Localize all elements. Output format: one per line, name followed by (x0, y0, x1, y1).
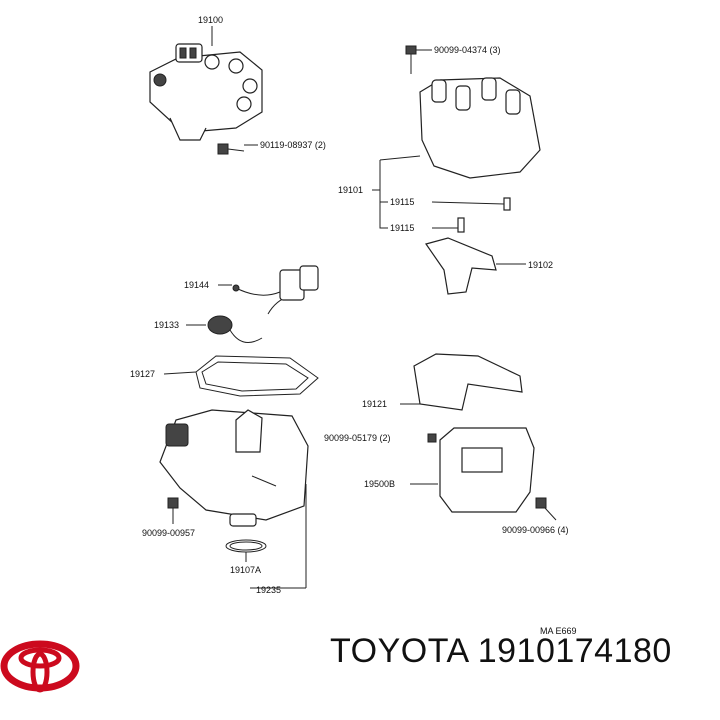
callout-19101-bracket (372, 160, 388, 229)
bolt-90099-00957-drawing (167, 497, 179, 524)
callout-19107a: 19107A (230, 565, 261, 575)
callout-90099-05179: 90099-05179 (2) (324, 433, 391, 443)
brand-part-number: TOYOTA 1910174180 (330, 632, 672, 670)
distributor-housing-drawing (159, 409, 309, 589)
callout-90099-00966: 90099-00966 (4) (502, 525, 569, 535)
o-ring-drawing (225, 539, 267, 562)
igniter-drawing (410, 427, 535, 513)
callout-19102: 19102 (528, 260, 553, 270)
cover-drawing (400, 353, 523, 411)
screw-90099-05179-drawing (427, 433, 437, 443)
callout-19100: 19100 (198, 15, 223, 25)
callout-19144: 19144 (184, 280, 209, 290)
pickup-coil-drawing (207, 315, 263, 343)
callout-90099-04374: 90099-04374 (3) (434, 45, 501, 55)
callout-19127-leader (163, 371, 197, 375)
distributor-cap-drawing (379, 45, 541, 179)
callout-19133: 19133 (154, 320, 179, 330)
bolt-90099-00966-drawing (535, 497, 557, 521)
gasket-drawing (195, 355, 319, 397)
distributor-assembly-drawing (149, 26, 263, 141)
callout-19235: 19235 (256, 585, 281, 595)
illustration-code: MA E669 (540, 626, 577, 636)
callout-19115-upper: 19115 (390, 197, 414, 207)
callout-19121: 19121 (362, 399, 387, 409)
callout-19127: 19127 (130, 369, 155, 379)
callout-19500b: 19500B (364, 479, 395, 489)
toyota-logo-icon (0, 640, 80, 693)
callout-19115-lower: 19115 (390, 223, 414, 233)
spring-drawing (431, 197, 511, 233)
rotor-drawing (425, 237, 526, 295)
callout-19101: 19101 (338, 185, 363, 195)
bolt-90119-drawing (217, 143, 258, 155)
wire-harness-drawing (232, 265, 319, 315)
callout-90099-00957: 90099-00957 (142, 528, 195, 538)
callout-90119-08937: 90119-08937 (2) (260, 140, 326, 150)
